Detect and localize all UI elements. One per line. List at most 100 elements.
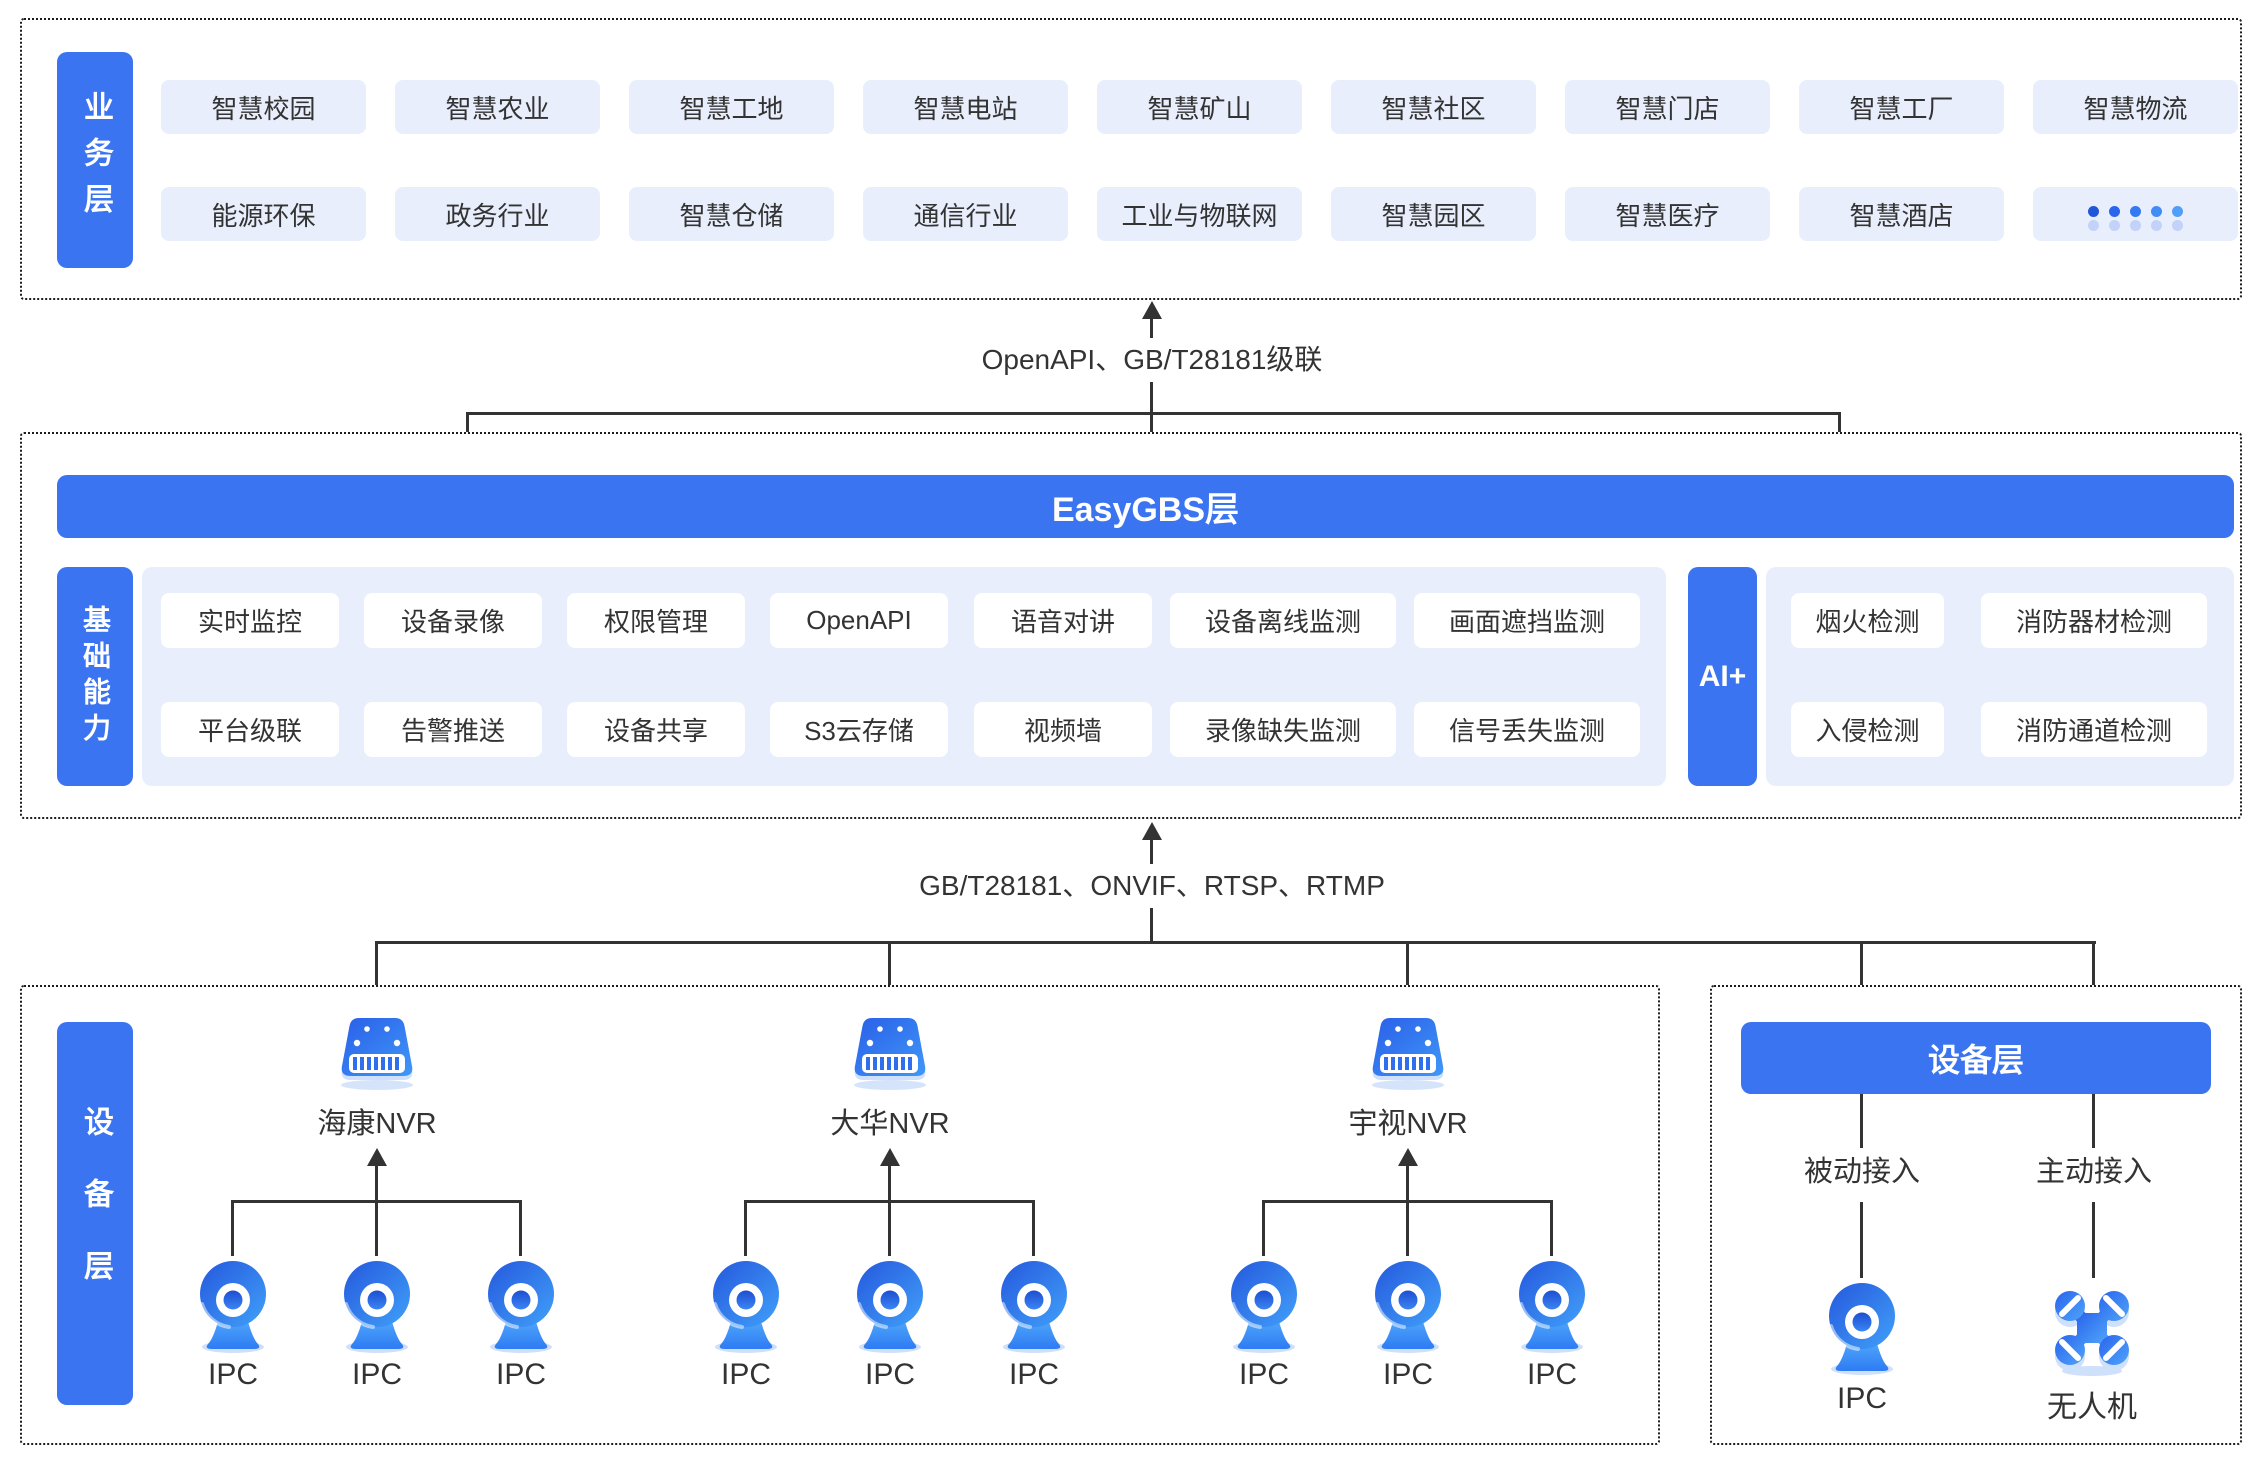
- ipc-drop: [231, 1200, 234, 1256]
- capability-tile-label: S3云存储: [804, 716, 914, 746]
- business-more-tile: [2033, 187, 2238, 241]
- capability-tile-label: 语音对讲: [1010, 607, 1115, 637]
- business-tile-label: 通信行业: [913, 200, 1018, 231]
- business-tile-label: 智慧矿山: [1147, 93, 1252, 124]
- group-stem: [1406, 1162, 1409, 1202]
- business-tile: 智慧矿山: [1097, 80, 1302, 134]
- ipc-camera-icon: [488, 1261, 554, 1353]
- capability-tile-label: 画面遮挡监测: [1448, 607, 1605, 637]
- business-tile: 智慧园区: [1331, 187, 1536, 241]
- business-tile-label: 智慧门店: [1615, 93, 1720, 124]
- business-tile-label: 智慧工厂: [1849, 93, 1954, 124]
- group-stem: [375, 1162, 378, 1202]
- connector-top-stem: [1150, 316, 1153, 475]
- business-tile-label: 智慧电站: [913, 93, 1018, 124]
- active-access-label: 主动接入: [2035, 1156, 2152, 1188]
- ipc-label: IPC: [1382, 1358, 1433, 1391]
- ipc-camera-icon: [857, 1261, 923, 1353]
- nvr-label: 海康NVR: [317, 1108, 437, 1140]
- ipc-drop: [1032, 1200, 1035, 1256]
- capability-tile: 平台级联: [161, 702, 339, 757]
- ipc-camera-icon: [1829, 1283, 1895, 1375]
- capability-tile: 画面遮挡监测: [1414, 593, 1640, 648]
- business-tile-label: 智慧酒店: [1849, 200, 1954, 231]
- business-tile-label: 工业与物联网: [1121, 200, 1278, 231]
- business-tile-label: 智慧工地: [679, 93, 784, 124]
- capability-tile-label: 设备录像: [400, 607, 505, 637]
- nvr-label: 宇视NVR: [1348, 1108, 1468, 1140]
- business-tile: 智慧校园: [161, 80, 366, 134]
- arrow-up-icon: [1142, 822, 1162, 840]
- business-layer-box: [20, 18, 2242, 300]
- ipc-label: IPC: [207, 1358, 258, 1391]
- business-layer-sidebar-label: 业务层: [79, 91, 112, 229]
- business-tile-label: 智慧社区: [1381, 93, 1486, 124]
- capability-tile: S3云存储: [770, 702, 948, 757]
- business-tile: 智慧仓储: [629, 187, 834, 241]
- drone-label: 无人机: [2047, 1391, 2137, 1424]
- arrow-up-icon: [1398, 1148, 1418, 1166]
- ipc-label: IPC: [720, 1358, 771, 1391]
- business-tile: 政务行业: [395, 187, 600, 241]
- ipc-drop: [1406, 1200, 1409, 1256]
- ipc-drop: [744, 1200, 747, 1256]
- business-tile: 智慧电站: [863, 80, 1068, 134]
- capability-tile: 设备离线监测: [1170, 593, 1396, 648]
- ai-tile-label: 入侵检测: [1815, 716, 1920, 746]
- capability-tile: 实时监控: [161, 593, 339, 648]
- drop-to-nvr-1: [375, 941, 378, 1016]
- passive-line-lower: [1860, 1202, 1863, 1278]
- capability-tile: 语音对讲: [974, 593, 1152, 648]
- ai-tile-label: 消防通道检测: [2015, 716, 2172, 746]
- business-tile-label: 智慧物流: [2083, 93, 2188, 124]
- capability-tile: 设备录像: [364, 593, 542, 648]
- capability-tile-label: OpenAPI: [806, 605, 912, 635]
- ai-plus-bar-label: AI+: [1698, 659, 1747, 693]
- arrow-up-icon: [880, 1148, 900, 1166]
- drop-to-active: [2092, 941, 2095, 1022]
- ipc-label: IPC: [351, 1358, 402, 1391]
- ai-tile: 入侵检测: [1791, 702, 1944, 757]
- ipc-camera-icon: [1231, 1261, 1297, 1353]
- business-tile: 智慧工厂: [1799, 80, 2004, 134]
- connector-top-bracket: [466, 412, 1841, 415]
- business-tile: 智慧农业: [395, 80, 600, 134]
- capability-tile: 告警推送: [364, 702, 542, 757]
- capability-tile-label: 视频墙: [1023, 716, 1102, 746]
- ellipsis-dots-icon: [2083, 193, 2188, 224]
- active-line-lower: [2092, 1202, 2095, 1278]
- connector-top-label: OpenAPI、GB/T28181级联: [963, 338, 1341, 382]
- drop-to-nvr-3: [1406, 941, 1409, 1016]
- ipc-camera-icon: [1375, 1261, 1441, 1353]
- ipc-camera-icon: [1001, 1261, 1067, 1353]
- ipc-label: IPC: [1836, 1382, 1887, 1415]
- business-tile-label: 政务行业: [445, 200, 550, 231]
- ai-tile-label: 烟火检测: [1815, 607, 1920, 637]
- ai-tile: 烟火检测: [1791, 593, 1944, 648]
- drop-to-passive: [1860, 941, 1863, 1022]
- arrow-up-icon: [367, 1148, 387, 1166]
- device-layer-sidebar-label: 设备层: [79, 1105, 112, 1322]
- ipc-drop: [1550, 1200, 1553, 1256]
- capability-tile-label: 设备离线监测: [1204, 607, 1361, 637]
- active-line-upper: [2092, 1094, 2095, 1148]
- ipc-label: IPC: [1008, 1358, 1059, 1391]
- easygbs-bar-label: EasyGBS层: [1051, 491, 1240, 529]
- nvr-label: 大华NVR: [830, 1108, 950, 1140]
- passive-access-label: 被动接入: [1803, 1156, 1920, 1188]
- easygbs-bar: EasyGBS层: [57, 475, 2234, 538]
- ipc-drop: [519, 1200, 522, 1256]
- nvr-icon: [854, 1018, 926, 1090]
- business-tile: 智慧物流: [2033, 80, 2238, 134]
- capability-tile: 视频墙: [974, 702, 1152, 757]
- capability-tile-label: 录像缺失监测: [1204, 716, 1361, 746]
- capability-tile: 信号丢失监测: [1414, 702, 1640, 757]
- business-tile-label: 能源环保: [211, 200, 316, 231]
- business-tile-label: 智慧医疗: [1615, 200, 1720, 231]
- ipc-drop: [888, 1200, 891, 1256]
- connector-bottom-bracket: [375, 941, 2096, 944]
- passive-line-upper: [1860, 1094, 1863, 1148]
- business-tile: 能源环保: [161, 187, 366, 241]
- capability-tile-label: 平台级联: [197, 716, 302, 746]
